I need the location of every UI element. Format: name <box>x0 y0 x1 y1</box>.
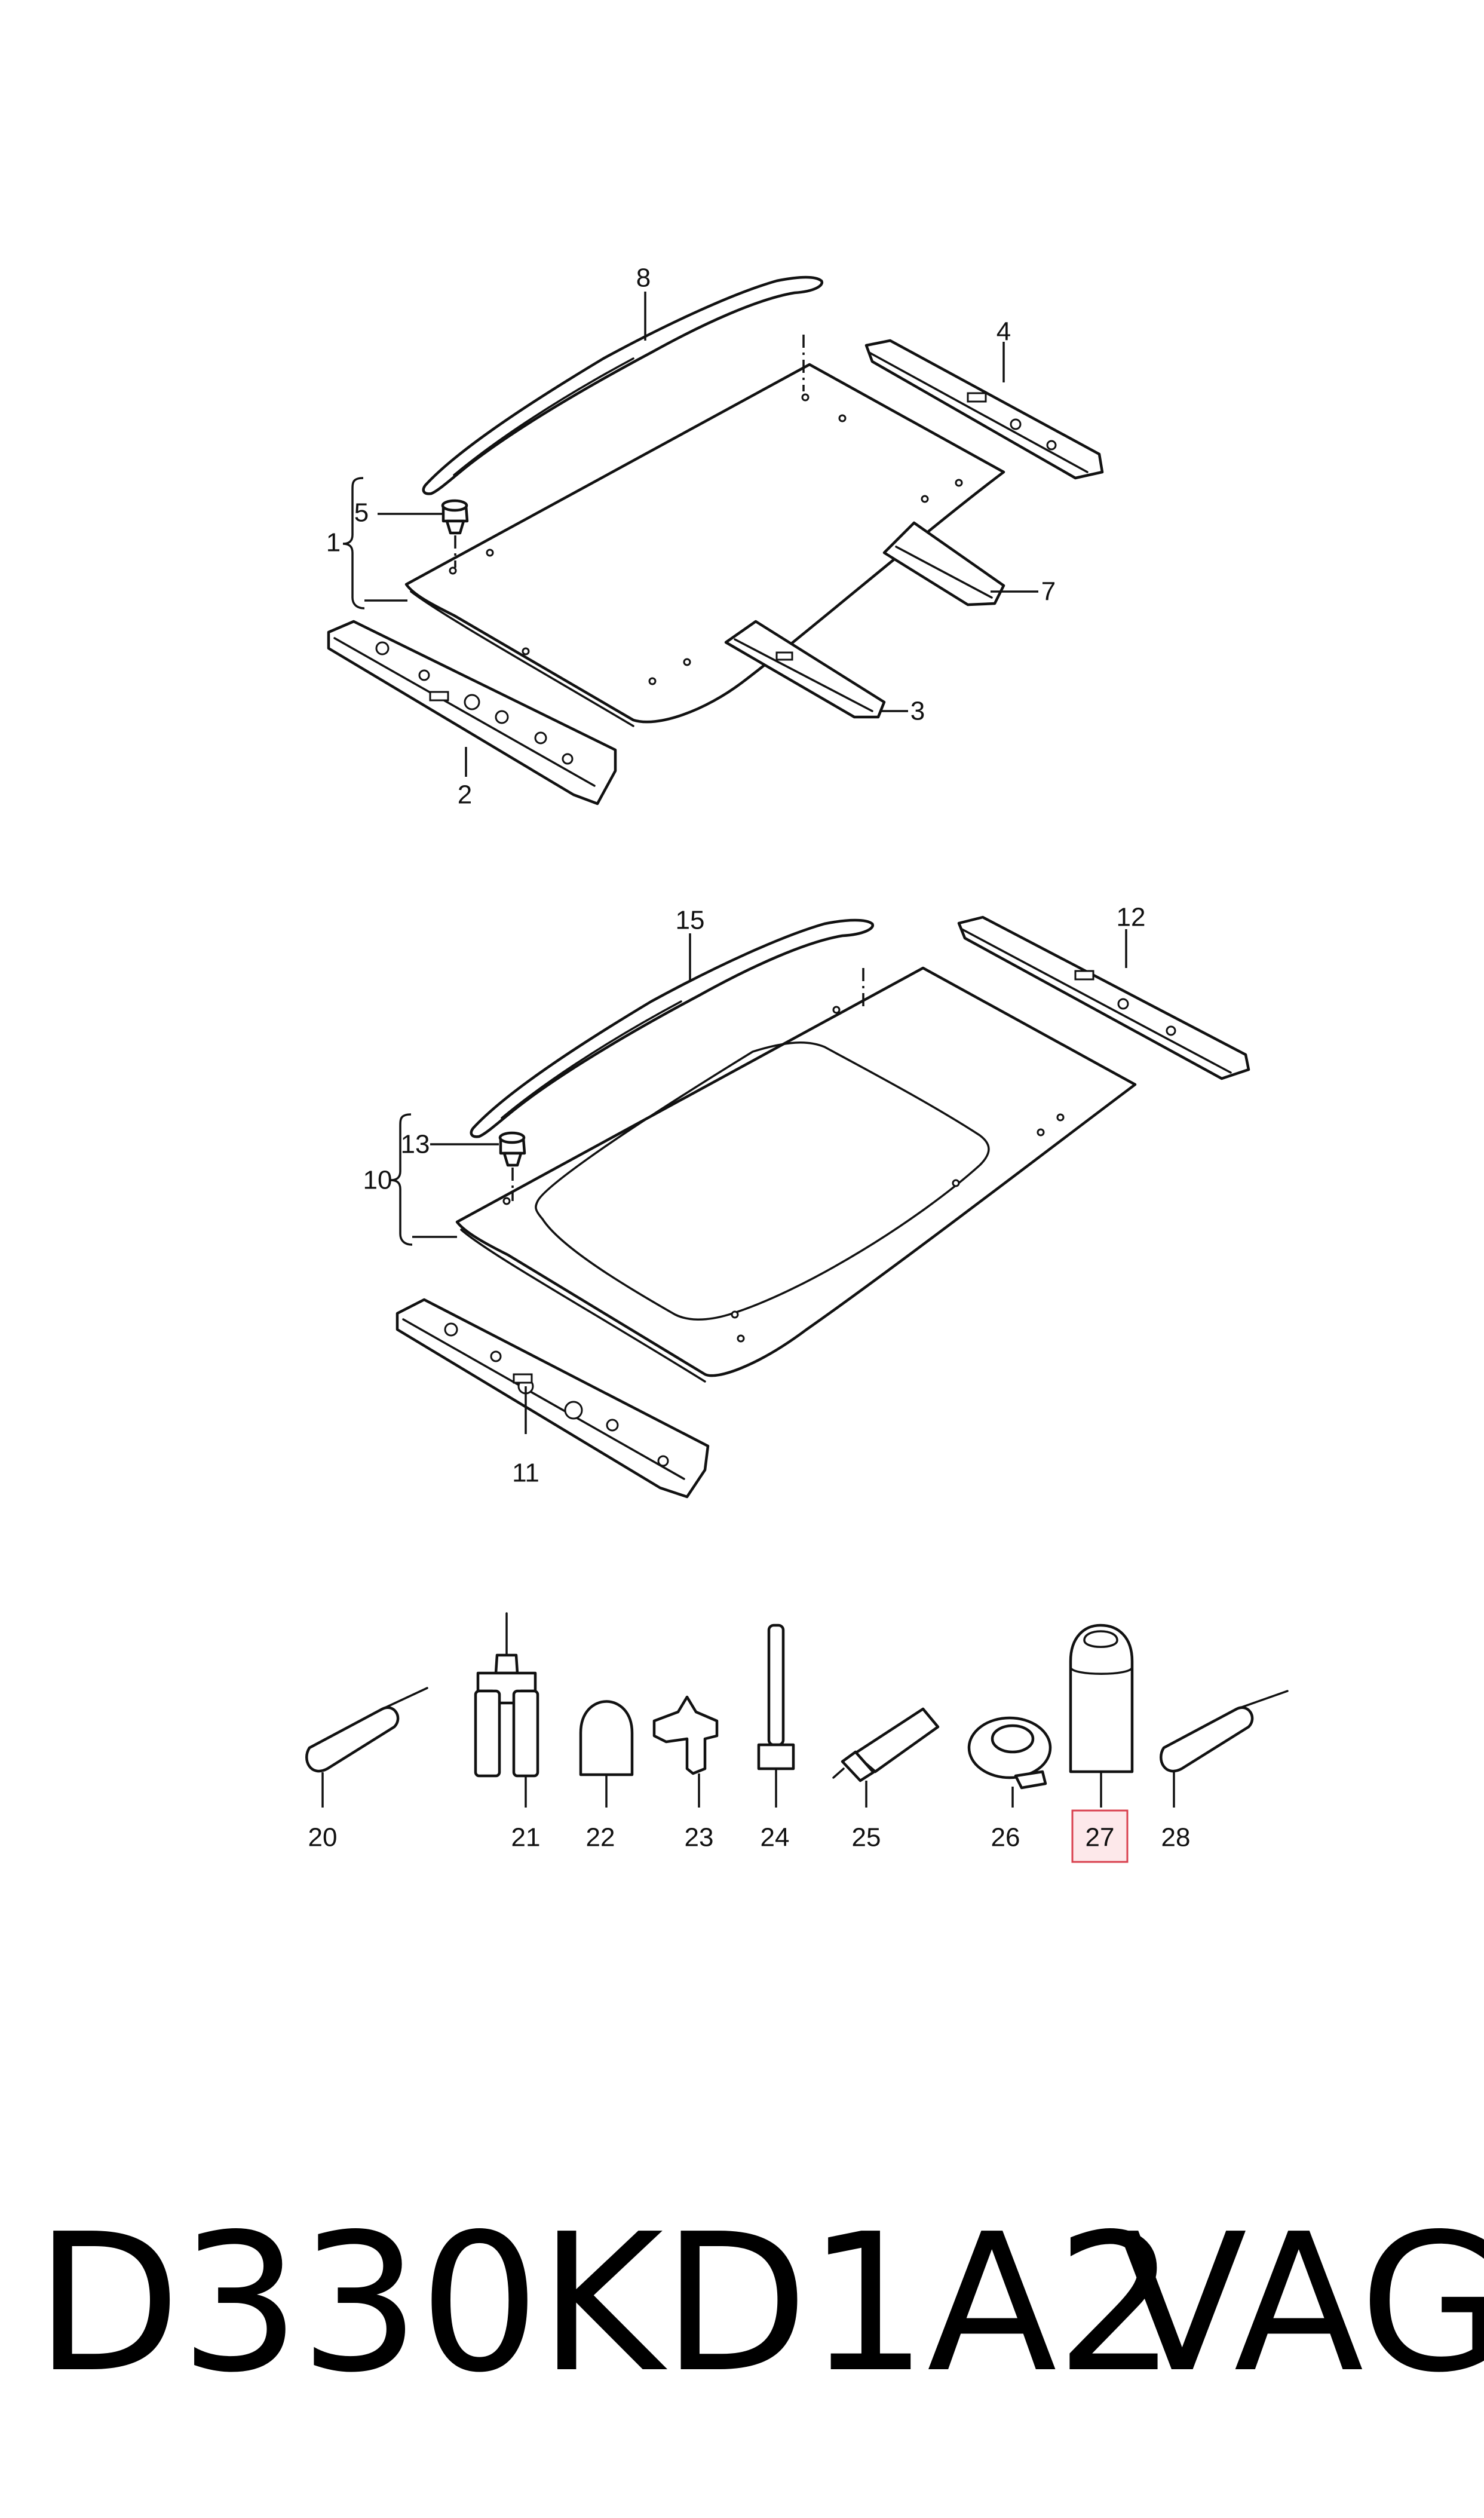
brand-name: VAG <box>1117 2193 1484 2414</box>
cap-22-icon <box>579 1700 634 1808</box>
callout-13[interactable]: 13 <box>401 1130 430 1159</box>
callout-28[interactable]: 28 <box>1161 1823 1191 1852</box>
callout-10[interactable]: 10 <box>363 1166 393 1195</box>
front-cross-member-2 <box>327 620 617 805</box>
glass-opening <box>535 1041 990 1321</box>
callout-2[interactable]: 2 <box>458 780 472 810</box>
callout-20[interactable]: 20 <box>308 1823 338 1852</box>
roof-bow-3 <box>724 620 886 719</box>
consumables-row <box>305 1612 1289 1863</box>
callout-8[interactable]: 8 <box>636 264 651 293</box>
roof-panel-1 <box>404 363 1005 724</box>
callout-15[interactable]: 15 <box>676 906 705 935</box>
callout-11[interactable]: 11 <box>512 1459 539 1488</box>
tube-25-icon <box>832 1707 940 1808</box>
cartridge-20-icon <box>305 1687 428 1808</box>
rear-cross-member-12 <box>957 915 1250 1080</box>
callout-3[interactable]: 3 <box>910 697 925 726</box>
callout-27[interactable]: 27 <box>1086 1823 1115 1852</box>
callout-24[interactable]: 24 <box>761 1823 790 1852</box>
roof-assembly-upper <box>327 275 1104 805</box>
part-code: D330KD1A2 <box>35 2193 1176 2414</box>
callout-4[interactable]: 4 <box>997 317 1011 347</box>
highlight-box-27 <box>1071 1809 1129 1863</box>
roof-bow-7 <box>882 521 1005 606</box>
callout-22[interactable]: 22 <box>586 1823 615 1852</box>
bolt-5 <box>441 499 469 568</box>
roof-rail-15 <box>470 918 874 1138</box>
bolt-13 <box>498 1131 526 1201</box>
callout-26[interactable]: 26 <box>991 1823 1020 1852</box>
rear-cross-member-4 <box>864 339 1104 480</box>
footer: D330KD1A2 VAG <box>0 2205 1484 2402</box>
dual-cartridge-21-icon <box>474 1612 539 1808</box>
callout-labels: 8 4 5 1 7 3 2 15 12 13 10 11 20 21 22 23… <box>308 264 1191 1852</box>
callout-1[interactable]: 1 <box>326 528 341 557</box>
applicator-24-icon <box>757 1623 795 1808</box>
roof-rail-8 <box>422 275 823 495</box>
callout-5[interactable]: 5 <box>354 498 369 528</box>
callout-25[interactable]: 25 <box>852 1823 881 1852</box>
callout-12[interactable]: 12 <box>1117 903 1146 932</box>
roof-panel-10 <box>455 966 1137 1377</box>
callout-7[interactable]: 7 <box>1041 577 1056 606</box>
tape-roll-26-icon <box>967 1716 1052 1808</box>
spray-can-27-icon <box>1069 1623 1134 1808</box>
callout-23[interactable]: 23 <box>685 1823 714 1852</box>
nozzle-23-icon <box>652 1695 719 1808</box>
roof-assembly-lower <box>390 915 1250 1499</box>
callout-21[interactable]: 21 <box>511 1823 541 1852</box>
cartridge-28-icon <box>1160 1690 1289 1808</box>
